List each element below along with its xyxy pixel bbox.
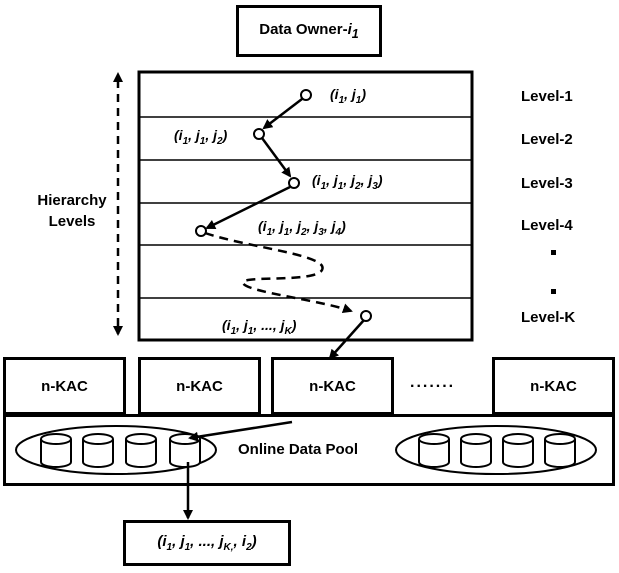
- database-cylinder-icon: [418, 433, 450, 468]
- level-label-k: Level-K: [521, 309, 576, 326]
- level-dot: [551, 289, 556, 294]
- output-box: (i1, j1, ..., jK,, i2): [123, 520, 291, 566]
- hierarchy-levels-label: Hierarchy Levels: [37, 192, 107, 230]
- storage-group-right: [395, 425, 597, 475]
- n-kac-label: n-KAC: [176, 377, 223, 395]
- database-cylinder-icon: [125, 433, 157, 468]
- n-kac-box: n-KAC: [271, 357, 394, 415]
- n-kac-box: n-KAC: [492, 357, 615, 415]
- database-cylinder-icon: [460, 433, 492, 468]
- level-label-2: Level-2: [521, 131, 573, 148]
- node-circle: [288, 177, 300, 189]
- node-label-level-1: (i1, j1): [330, 86, 367, 106]
- database-cylinder-icon: [169, 433, 201, 468]
- node-label-level-k: (i1, j1, ..., jK): [222, 317, 297, 337]
- storage-group-left: [15, 425, 217, 475]
- level-label-1: Level-1: [521, 88, 573, 105]
- n-kac-box: n-KAC: [138, 357, 261, 415]
- node-circle: [195, 225, 207, 237]
- output-label: (i1, j1, ..., jK,, i2): [157, 533, 257, 553]
- data-owner-label: Data Owner-i1: [259, 21, 359, 41]
- level-dot: [551, 250, 556, 255]
- node-circle: [253, 128, 265, 140]
- edge-arrow: [188, 420, 293, 442]
- edge-arrow: [262, 98, 303, 130]
- data-owner-box: Data Owner-i1: [236, 5, 382, 57]
- database-cylinder-icon: [40, 433, 72, 468]
- node-label-level-2: (i1, j1, j2): [174, 127, 228, 147]
- n-kac-box: n-KAC: [3, 357, 126, 415]
- online-data-pool-label: Online Data Pool: [238, 441, 359, 458]
- level-label-3: Level-3: [521, 175, 573, 192]
- edge-arrow: [260, 137, 292, 178]
- node-circle: [300, 89, 312, 101]
- database-cylinder-icon: [502, 433, 534, 468]
- n-kac-label: n-KAC: [309, 377, 356, 395]
- n-kac-label: n-KAC: [530, 377, 577, 395]
- database-cylinder-icon: [82, 433, 114, 468]
- n-kac-label: n-KAC: [41, 377, 88, 395]
- edge-arrow: [328, 319, 365, 360]
- database-cylinder-icon: [544, 433, 576, 468]
- level-label-4: Level-4: [521, 217, 573, 234]
- node-label-level-3: (i1, j1, j2, j3): [312, 172, 383, 192]
- node-label-level-4: (i1, j1, j2, j3, j4): [258, 218, 346, 238]
- edge-arrow: [205, 185, 291, 230]
- kac-ellipsis: .......: [410, 374, 456, 391]
- node-circle: [360, 310, 372, 322]
- hierarchy-box: [137, 70, 474, 342]
